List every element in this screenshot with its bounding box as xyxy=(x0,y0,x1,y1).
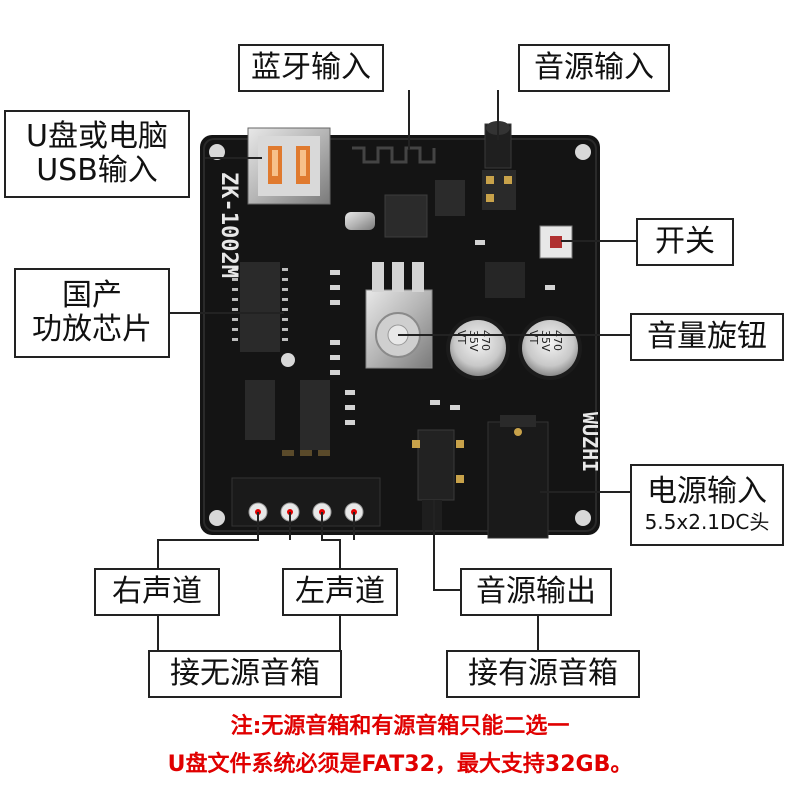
label-audio-input: 音源输入 xyxy=(518,44,670,92)
usb-port xyxy=(247,127,331,205)
label-text: 国产 xyxy=(62,277,122,313)
label-volume-knob: 音量旋钮 xyxy=(630,313,784,361)
audio-output-jack xyxy=(412,429,464,530)
capacitor-left: 470 35V VT xyxy=(446,316,510,380)
mount-hole xyxy=(575,144,591,160)
label-text: 接有源音箱 xyxy=(468,655,618,691)
label-text: 音源输出 xyxy=(476,573,596,609)
speaker-terminal-block xyxy=(231,477,381,527)
label-text: USB输入 xyxy=(36,153,158,188)
note-line-1: 注:无源音箱和有源音箱只能二选一 xyxy=(230,714,570,739)
label-subtext: 5.5x2.1DC头 xyxy=(644,510,770,535)
amplifier-chips xyxy=(232,262,330,450)
label-text: 音量旋钮 xyxy=(647,318,767,354)
volume-knob xyxy=(365,262,433,369)
label-text: 音源输入 xyxy=(534,49,654,85)
label-text: 右声道 xyxy=(112,573,202,609)
label-text: 接无源音箱 xyxy=(170,655,320,691)
dc-power-jack xyxy=(487,415,549,539)
leader-lines xyxy=(157,90,636,650)
note-line-2: U盘文件系统必须是FAT32，最大支持32GB。 xyxy=(167,752,633,777)
label-text: 功放芯片 xyxy=(32,312,152,347)
mount-hole xyxy=(209,510,225,526)
label-text: 开关 xyxy=(655,223,715,259)
label-text: 左声道 xyxy=(295,573,385,609)
label-power-input: 电源输入 5.5x2.1DC头 xyxy=(630,464,784,546)
label-usb-input: U盘或电脑 USB输入 xyxy=(4,110,190,198)
label-left-channel: 左声道 xyxy=(282,568,398,616)
label-active-speaker: 接有源音箱 xyxy=(446,650,640,698)
label-text: U盘或电脑 xyxy=(26,118,168,154)
label-audio-output: 音源输出 xyxy=(460,568,612,616)
label-right-channel: 右声道 xyxy=(94,568,220,616)
mount-hole xyxy=(575,510,591,526)
bluetooth-chip xyxy=(384,194,428,238)
label-text: 蓝牙输入 xyxy=(251,49,371,85)
board-brand-text: WUZHI xyxy=(578,412,602,472)
board-model-text: ZK-1002M xyxy=(216,172,241,278)
svg-text:VT: VT xyxy=(527,330,540,345)
label-switch: 开关 xyxy=(636,218,734,266)
capacitor-right: 470 35V VT xyxy=(518,316,582,380)
label-amplifier-chip: 国产 功放芯片 xyxy=(14,268,170,358)
label-text: 电源输入 xyxy=(647,473,767,509)
mount-hole xyxy=(209,144,225,160)
label-passive-speaker: 接无源音箱 xyxy=(148,650,342,698)
svg-text:VT: VT xyxy=(455,330,468,345)
bluetooth-antenna xyxy=(352,146,436,164)
label-bluetooth-input: 蓝牙输入 xyxy=(238,44,384,92)
